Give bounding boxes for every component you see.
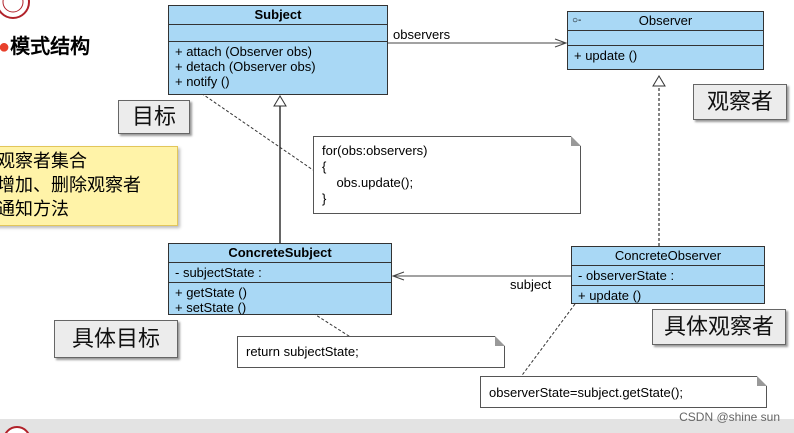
note-line: for(obs:observers) [322, 143, 428, 158]
interface-stereotype-icon: ○- [572, 15, 582, 26]
note-line: { [322, 159, 327, 174]
observer-class[interactable]: ○- Observer + update () [567, 11, 764, 70]
attribute-subject-state: - subjectState : [175, 265, 262, 280]
method-set-state: + setState () [175, 300, 247, 315]
note-line: } [322, 191, 327, 206]
association-subject-label: subject [510, 277, 552, 292]
callout-concrete-observer: 具体观察者 [652, 309, 786, 345]
method-detach: + detach (Observer obs) [175, 59, 316, 74]
sticky-line: 观察者集合 [0, 151, 87, 171]
heading-text: 模式结构 [10, 36, 91, 58]
note-line: observerState=subject.getState(); [489, 385, 684, 400]
method-notify: + notify () [175, 74, 230, 89]
association-observers-label: observers [393, 27, 451, 42]
university-logo [0, 0, 32, 22]
note-line: return subjectState; [246, 344, 359, 359]
subject-class[interactable]: Subject + attach (Observer obs) + detach… [168, 5, 388, 95]
class-name: ConcreteObserver [572, 247, 764, 266]
class-name: Subject [169, 6, 387, 25]
sticky-line: 通知方法 [0, 199, 69, 219]
callout-concrete-target: 具体目标 [54, 320, 178, 358]
callout-target: 目标 [118, 100, 190, 134]
concrete-subject-class[interactable]: ConcreteSubject - subjectState : + getSt… [168, 243, 392, 315]
update-note: observerState=subject.getState(); [480, 376, 767, 408]
attribute-observer-state: - observerState : [578, 268, 675, 283]
section-heading: ●模式结构 [0, 30, 90, 59]
footer-logo [2, 426, 32, 433]
class-name: Observer [638, 13, 693, 28]
method-attach: + attach (Observer obs) [175, 44, 312, 59]
method-update: + update () [578, 288, 642, 303]
method-update: + update () [574, 48, 638, 63]
method-get-state: + getState () [175, 285, 247, 300]
concrete-observer-class[interactable]: ConcreteObserver - observerState : + upd… [571, 246, 765, 304]
getstate-note: return subjectState; [237, 336, 505, 368]
sticky-line: 增加、删除观察者 [0, 175, 141, 195]
footer-bar [0, 419, 794, 433]
class-name: ConcreteSubject [169, 244, 391, 263]
sticky-note: 观察者集合 增加、删除观察者 通知方法 [0, 146, 178, 226]
note-line: obs.update(); [322, 175, 414, 190]
callout-observer: 观察者 [693, 84, 787, 120]
notify-note: for(obs:observers) { obs.update(); } [313, 136, 581, 214]
watermark: CSDN @shine sun [679, 410, 780, 424]
bullet-icon: ● [0, 36, 11, 58]
